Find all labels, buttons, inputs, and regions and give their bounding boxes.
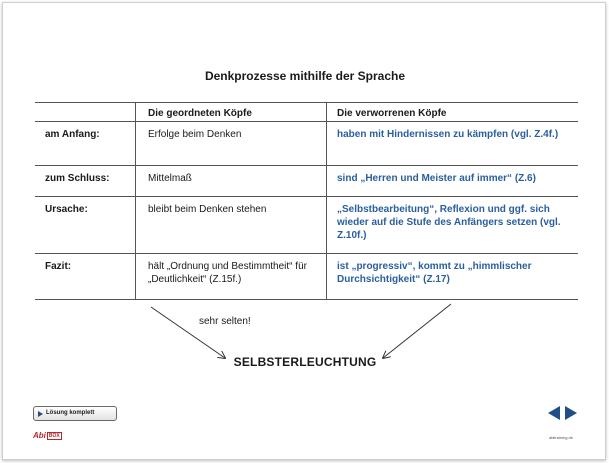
row-label: am Anfang: (45, 129, 100, 140)
footer-copyright: abitraining.de (548, 435, 573, 440)
arrow-right-icon[interactable] (564, 405, 578, 421)
brand-box: BOX (46, 431, 62, 440)
header-cell-ordered: Die geordneten Köpfe (135, 103, 326, 121)
solution-complete-button[interactable]: Lösung komplett (33, 406, 117, 421)
row-confused: ist „progressiv“, kommt zu „himmlischer … (326, 254, 578, 299)
table-row: zum Schluss: Mittelmaß sind „Herren und … (35, 165, 578, 196)
row-ordered: Mittelmaß (135, 166, 326, 196)
row-label: zum Schluss: (45, 173, 110, 184)
result-heading: SELBSTERLEUCHTUNG (233, 355, 377, 369)
row-label: Ursache: (45, 204, 88, 215)
row-confused: „Selbstbearbeitung“, Reflexion und ggf. … (326, 197, 578, 253)
row-confused: haben mit Hindernissen zu kämpfen (vgl. … (326, 122, 578, 165)
row-ordered: Erfolge beim Denken (135, 122, 326, 165)
brand-name: Abi (33, 431, 46, 440)
solution-button-label: Lösung komplett (46, 410, 95, 416)
left-arrow (150, 306, 225, 358)
row-confused: sind „Herren und Meister auf immer“ (Z.6… (326, 166, 578, 196)
header-cell-empty (35, 103, 135, 121)
row-ordered: hält „Ordnung und Bestimmtheit“ für „Deu… (135, 254, 326, 299)
brand-logo: Abi BOX (33, 431, 62, 440)
play-icon (38, 410, 43, 417)
table-row: Ursache: bleibt beim Denken stehen „Selb… (35, 196, 578, 253)
table-header-row: Die geordneten Köpfe Die verworrenen Köp… (35, 102, 578, 121)
row-ordered: bleibt beim Denken stehen (135, 197, 326, 253)
arrow-left-icon[interactable] (547, 405, 561, 421)
slide-title: Denkprozesse mithilfe der Sprache (204, 69, 406, 83)
header-cell-confused: Die verworrenen Köpfe (326, 103, 578, 121)
row-label: Fazit: (45, 261, 72, 272)
table-row: am Anfang: Erfolge beim Denken haben mit… (35, 121, 578, 165)
table-row: Fazit: hält „Ordnung und Bestimmtheit“ f… (35, 253, 578, 300)
annotation-rare: sehr selten! (199, 316, 251, 327)
right-arrow (383, 303, 452, 358)
